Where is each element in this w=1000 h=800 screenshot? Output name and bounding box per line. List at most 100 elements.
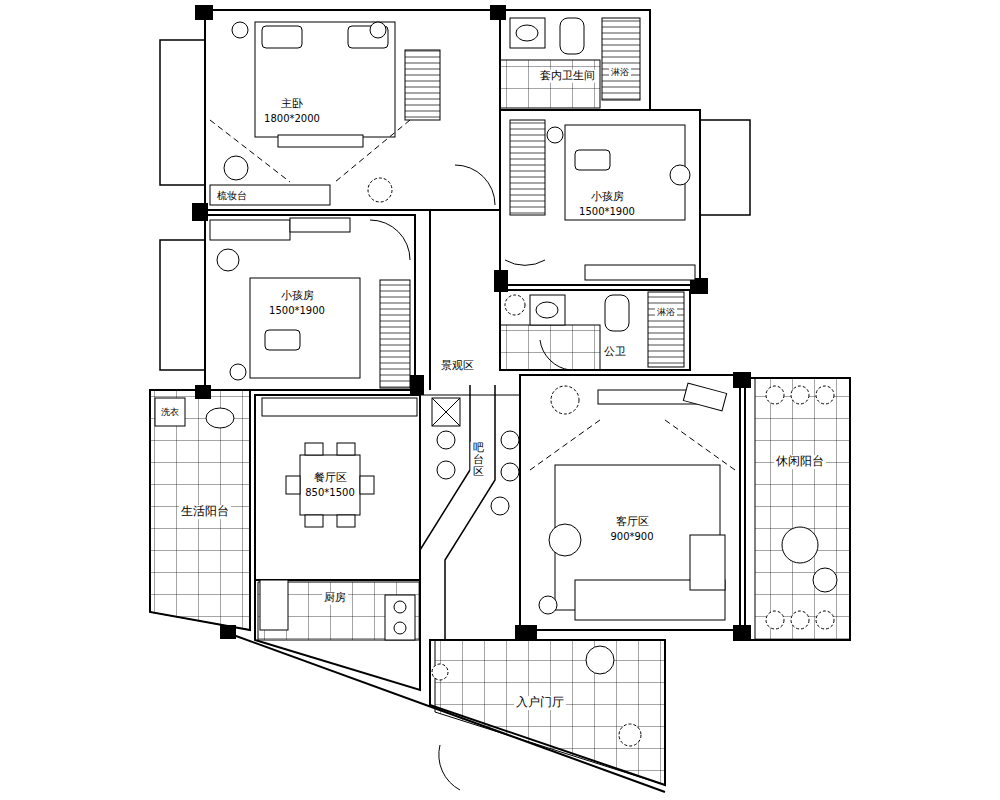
chair [586, 646, 614, 674]
door-arc [540, 340, 570, 370]
wardrobe [380, 280, 410, 388]
column [490, 5, 506, 20]
dresser [210, 185, 330, 205]
pillow [262, 26, 302, 48]
chair [670, 165, 690, 185]
wall [150, 390, 250, 630]
column [192, 203, 208, 221]
wardrobe [405, 50, 440, 120]
toilet [605, 295, 629, 331]
chair [305, 515, 323, 527]
bench [278, 135, 363, 147]
room-label: 900*900 [608, 531, 655, 543]
washer [155, 398, 185, 426]
room-label: 景观区 [439, 360, 476, 373]
landscape-box [432, 398, 460, 426]
room-label: 公卫 [602, 346, 628, 359]
bay-window [160, 240, 205, 370]
bar-stool [501, 431, 519, 449]
plant [368, 178, 392, 202]
basin [536, 302, 558, 318]
balcony-tiles [150, 390, 250, 630]
sofa [690, 535, 725, 590]
burner [394, 622, 406, 634]
lamp [547, 127, 563, 143]
chair [286, 476, 300, 494]
column [494, 270, 508, 292]
shelf [290, 218, 350, 232]
plant [766, 386, 784, 404]
room-label: 850*1500 [303, 487, 357, 499]
bay-window [160, 40, 205, 185]
room-label: 客厅区 [614, 516, 651, 529]
room-label: 小孩房 [279, 290, 316, 303]
room-label: 1500*1900 [267, 305, 327, 317]
lamp [232, 22, 248, 38]
room-label: 1800*2000 [262, 113, 322, 125]
sink [260, 580, 288, 630]
armchair [549, 524, 581, 556]
basin [206, 408, 234, 428]
toilet [560, 18, 584, 54]
chair [337, 515, 355, 527]
chair [360, 476, 374, 494]
wall [255, 395, 420, 580]
column [220, 625, 236, 639]
balcony-tiles [755, 378, 850, 640]
rug-line [530, 420, 600, 470]
wall [205, 215, 415, 390]
plant [791, 611, 809, 629]
door-arc [455, 165, 495, 205]
room-label: 生活阳台 [179, 505, 231, 519]
room-label: 主卧 [279, 98, 305, 111]
wardrobe [510, 120, 545, 215]
wall [429, 210, 431, 390]
door-arc [505, 260, 545, 265]
wall [225, 632, 665, 792]
rug-line [665, 420, 735, 470]
room-label: 淋浴 [609, 67, 631, 77]
plant [816, 386, 834, 404]
wall [500, 290, 690, 370]
room-label: 小孩房 [589, 191, 626, 204]
basin [510, 18, 545, 48]
bed [565, 125, 685, 220]
cabinet [585, 265, 695, 280]
column [733, 372, 751, 388]
plant [816, 611, 834, 629]
shower [648, 292, 684, 367]
column [195, 385, 211, 399]
room-label: 入户门厅 [514, 696, 566, 710]
chair [337, 443, 355, 455]
room-label: 厨房 [322, 592, 348, 605]
bay-window [700, 120, 750, 215]
rug-line [335, 120, 410, 182]
column [515, 625, 537, 639]
door-arc [370, 220, 410, 260]
room-label: 梳妆台 [215, 190, 249, 202]
stove [385, 595, 415, 640]
wall [500, 10, 650, 110]
room-label: 洗衣 [159, 407, 181, 417]
wall [500, 110, 700, 285]
entry-tiles [435, 640, 665, 785]
bath-tiles [500, 60, 600, 108]
wall [205, 10, 500, 210]
room-label: 休闲阳台 [774, 455, 826, 469]
chair [305, 443, 323, 455]
plant [791, 386, 809, 404]
basin [516, 25, 538, 41]
wall [430, 640, 665, 785]
plant [505, 295, 525, 315]
column [410, 375, 424, 395]
lamp [539, 596, 557, 614]
column [733, 625, 751, 641]
sideboard [262, 398, 417, 416]
wall [745, 378, 850, 640]
room-label: 1500*1900 [577, 206, 637, 218]
bar-stool [501, 463, 519, 481]
burner [394, 601, 406, 613]
side-table [813, 568, 837, 592]
pillow [265, 330, 300, 350]
